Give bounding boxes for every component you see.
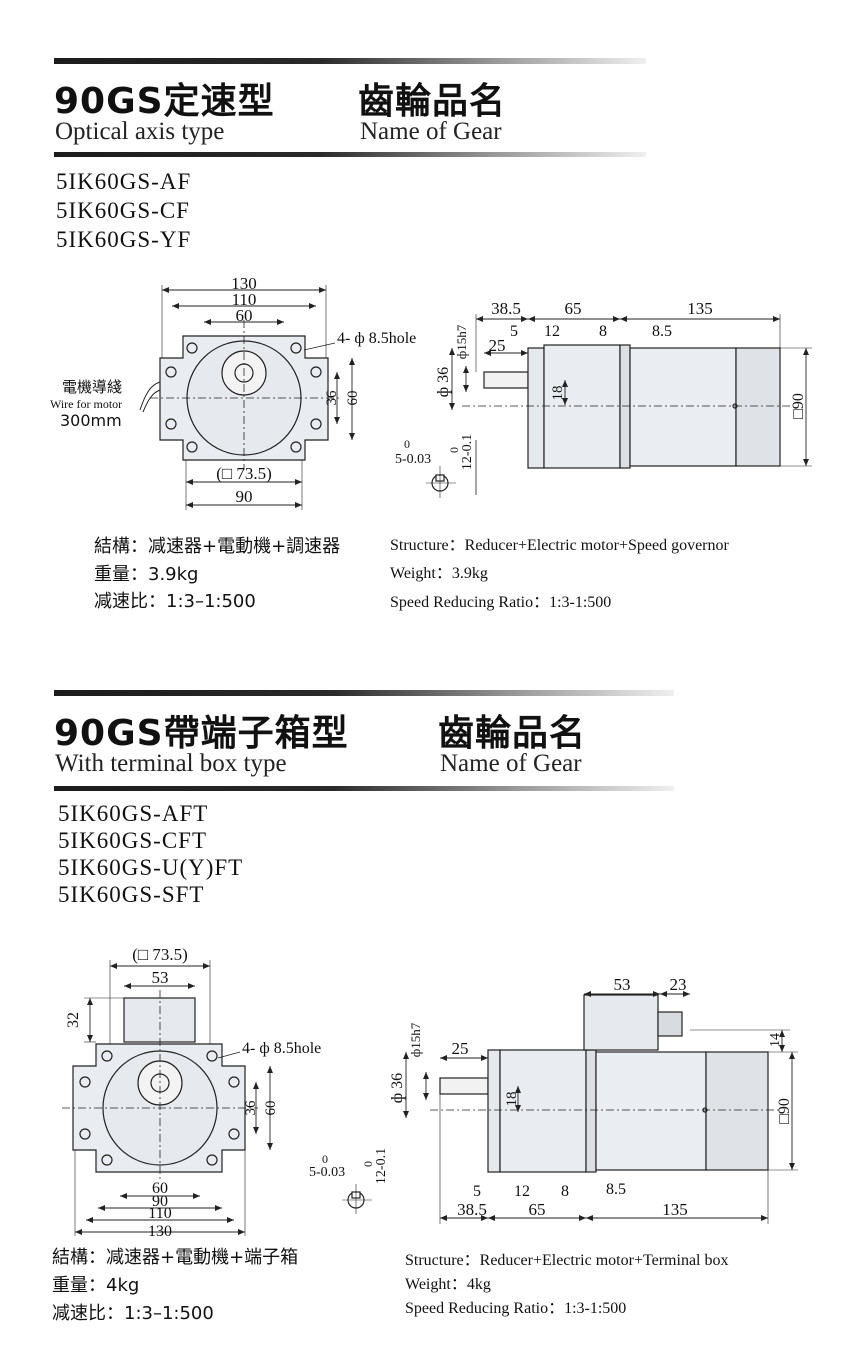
spec-ratio-cn: 减速比：1:3–1:500 (52, 1303, 214, 1324)
side-view (342, 991, 798, 1224)
dim-130: 130 (231, 274, 257, 293)
dim-square-90: □90 (790, 393, 807, 419)
header-rule-bottom (54, 786, 674, 791)
dim-square-90: □90 (776, 1098, 793, 1124)
dim-25: 25 (452, 1039, 469, 1058)
model-item: 5IK60GS-AFT (58, 801, 209, 826)
dim-phi36: ф 36 (389, 1073, 406, 1103)
key-height: 12-0.1 (460, 434, 475, 470)
section2-gear-subtitle: Name of Gear (440, 750, 582, 777)
section2-gear-title: 齒輪品名 (438, 713, 587, 754)
section2-title: 90GS帶端子箱型 (54, 713, 349, 754)
section1-subtitle: Optical axis type (55, 118, 225, 145)
dim-36: 36 (243, 1100, 259, 1116)
dim-25: 25 (489, 336, 506, 355)
header-rule-top (54, 690, 674, 696)
front-view (139, 285, 355, 510)
dim-60-vertical: 60 (263, 1101, 279, 1116)
dim-18: 18 (550, 386, 566, 401)
dim-12: 12 (514, 1183, 530, 1200)
dim-square-73: (□ 73.5) (132, 945, 188, 964)
dim-8: 8 (561, 1183, 569, 1200)
spec-ratio-en: Speed Reducing Ratio：1:3-1:500 (405, 1300, 627, 1317)
section2-drawings: (□ 73.5) 53 32 4- ф 8.5hole 36 60 60 90 … (62, 945, 798, 1240)
dim-53: 53 (614, 975, 631, 994)
dim-90: 90 (152, 1193, 168, 1210)
dim-110: 110 (148, 1205, 171, 1222)
dim-38-5: 38.5 (457, 1200, 487, 1219)
model-item: 5IK60GS-SFT (58, 882, 205, 907)
wire-label-cn: 電機導綫 (62, 378, 122, 396)
header-rule-top (54, 58, 646, 64)
spec-structure-en: Structure：Reducer+Electric motor+Termina… (405, 1252, 729, 1269)
dim-135: 135 (687, 299, 713, 318)
key-height-tol: 0 (447, 447, 461, 453)
model-item: 5IK60GS-U(Y)FT (58, 855, 244, 880)
dim-hole: 4- ф 8.5hole (337, 330, 416, 347)
front-view-labels: (□ 73.5) 53 32 4- ф 8.5hole 36 60 60 90 … (65, 945, 321, 1240)
dim-32: 32 (65, 1012, 82, 1028)
header-rule-bottom (54, 152, 646, 157)
spec-structure-cn: 結構：减速器+電動機+調速器 (94, 536, 341, 557)
spec-weight-en: Weight：3.9kg (390, 565, 488, 582)
section2-subtitle: With terminal box type (55, 750, 287, 777)
spec-weight-cn: 重量：3.9kg (94, 564, 199, 585)
dim-8: 8 (599, 323, 607, 340)
key-height: 12-0.1 (374, 1148, 389, 1184)
section1-gear-title: 齒輪品名 (358, 81, 507, 122)
dim-23: 23 (670, 975, 687, 994)
model-item: 5IK60GS-CFT (58, 828, 208, 853)
key-width: 5-0.03 (395, 452, 431, 467)
dim-65: 65 (529, 1200, 546, 1219)
spec-structure-cn: 結構：减速器+電動機+端子箱 (52, 1247, 299, 1268)
dim-18: 18 (504, 1092, 520, 1107)
spec-weight-cn: 重量：4kg (52, 1275, 140, 1296)
dim-130: 130 (148, 1223, 172, 1240)
spec-weight-en: Weight：4kg (405, 1276, 491, 1293)
dim-8-5: 8.5 (606, 1181, 626, 1198)
key-height-tol: 0 (361, 1161, 375, 1167)
dim-65: 65 (565, 299, 582, 318)
dim-36: 36 (324, 390, 340, 406)
dim-90: 90 (236, 487, 253, 506)
side-view-labels: 38.5 65 135 5 12 8 8.5 25 ф15h7 ф 36 18 … (395, 299, 807, 470)
section1-drawings: 130 110 60 4- ф 8.5hole (□ 73.5) 90 36 6… (50, 274, 812, 510)
dim-phi15: ф15h7 (454, 324, 469, 359)
section1-title: 90GS定速型 (54, 81, 275, 122)
dim-5: 5 (510, 323, 518, 340)
wire-length: 300mm (60, 411, 122, 430)
key-width-tol: 0 (322, 1152, 328, 1166)
dim-38-5: 38.5 (491, 299, 521, 318)
dim-53: 53 (152, 968, 169, 987)
key-width: 5-0.03 (309, 1165, 345, 1180)
front-view (62, 960, 273, 1236)
dim-8-5: 8.5 (652, 323, 672, 340)
spec-ratio-en: Speed Reducing Ratio：1:3-1:500 (390, 594, 612, 611)
dim-110: 110 (232, 290, 257, 309)
side-view (426, 314, 812, 498)
dim-hole: 4- ф 8.5hole (242, 1040, 321, 1057)
model-item: 5IK60GS-AF (56, 169, 192, 194)
dim-60: 60 (236, 306, 253, 325)
model-item: 5IK60GS-CF (56, 198, 190, 223)
wire-label-en: Wire for motor (50, 397, 122, 411)
dim-phi36: ф 36 (435, 367, 452, 397)
dim-60-vertical: 60 (345, 391, 361, 406)
dim-12: 12 (544, 323, 560, 340)
side-view-labels: 53 23 14 25 ф15h7 ф 36 18 □90 5 12 8 8.5… (309, 975, 793, 1219)
model-item: 5IK60GS-YF (56, 227, 192, 252)
key-width-tol: 0 (404, 437, 410, 451)
dim-14: 14 (768, 1033, 783, 1047)
front-view-labels: 130 110 60 4- ф 8.5hole (□ 73.5) 90 36 6… (50, 274, 416, 506)
dim-135: 135 (662, 1200, 688, 1219)
dim-square-73: (□ 73.5) (216, 464, 272, 483)
spec-ratio-cn: 减速比：1:3–1:500 (94, 591, 256, 612)
spec-structure-en: Structure：Reducer+Electric motor+Speed g… (390, 537, 729, 554)
dim-phi15: ф15h7 (408, 1022, 423, 1057)
dim-5: 5 (473, 1183, 481, 1200)
dim-60: 60 (152, 1180, 168, 1197)
section1-gear-subtitle: Name of Gear (360, 118, 502, 145)
